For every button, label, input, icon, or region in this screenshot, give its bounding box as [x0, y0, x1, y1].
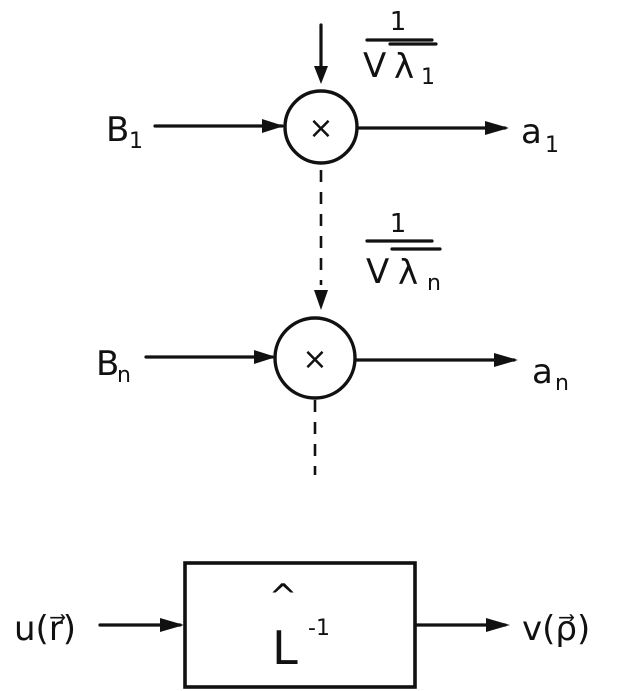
output-an-arrowhead	[494, 353, 518, 367]
inverse-operator-block	[183, 561, 417, 689]
input-b1-label: B	[106, 110, 129, 150]
output-an-label: a	[532, 352, 553, 392]
input-bn-label: B	[96, 344, 119, 384]
inverse-operator-section: u(r⃗) ^ L -1 v(ρ⃗)	[14, 561, 590, 689]
factor-1-arrowhead	[314, 66, 328, 84]
factor-n-subscript: n	[427, 271, 441, 296]
factor-1-root-sign: V	[363, 46, 386, 86]
multiplier-n-symbol: ×	[302, 342, 327, 377]
stage-1: 1 V λ 1 B 1 × a 1	[106, 7, 559, 165]
output-a1-arrowhead	[485, 121, 509, 135]
block-input-label: u(r⃗)	[14, 609, 76, 649]
block-output-label: v(ρ⃗)	[522, 609, 590, 649]
output-a1-label: a	[521, 112, 542, 152]
factor-1-lambda: λ	[394, 47, 414, 87]
operator-hat: ^	[269, 577, 298, 617]
block-input-arrowhead	[160, 618, 184, 632]
input-bn-subscript: n	[117, 363, 131, 388]
factor-n-arrowhead	[314, 290, 328, 310]
factor-n-root-sign: V	[366, 252, 389, 292]
output-a1-subscript: 1	[545, 133, 559, 158]
output-an-subscript: n	[555, 371, 569, 396]
multiplier-node-n	[273, 316, 357, 400]
operator-exponent: -1	[308, 616, 330, 641]
factor-1-numerator: 1	[390, 7, 407, 37]
factor-n-numerator: 1	[390, 209, 407, 239]
input-b1-subscript: 1	[129, 129, 143, 154]
block-output-arrowhead	[486, 618, 510, 632]
input-bn-arrowhead	[254, 350, 276, 364]
factor-n-lambda: λ	[398, 253, 418, 293]
factor-1-subscript: 1	[421, 65, 435, 90]
operator-letter: L	[272, 621, 298, 675]
multiplier-1-symbol: ×	[308, 111, 333, 146]
input-b1-arrowhead	[262, 119, 284, 133]
stage-n: 1 V λ n B n × a n	[96, 209, 569, 400]
